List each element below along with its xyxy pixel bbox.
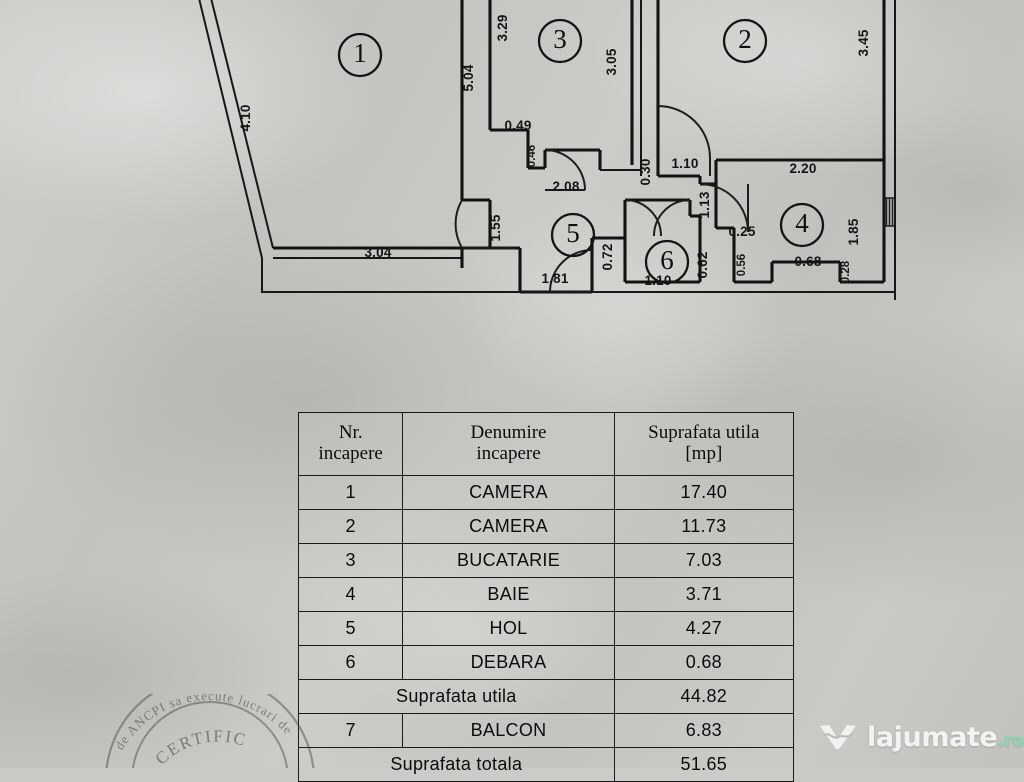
cell-subtotal-label: Suprafata utila [298, 679, 615, 714]
dimension-label-9: 1.81 [541, 271, 568, 286]
room-badge-label-1: 1 [353, 38, 367, 68]
cell-room-number: 6 [297, 645, 404, 680]
dimension-label-8: 2.08 [552, 179, 579, 194]
dimension-label-17: 0.56 [736, 254, 748, 276]
table-header-row: Nr. incapere Denumire incapere Suprafata… [297, 412, 795, 476]
col-header-area: Suprafata utila [mp] [613, 412, 795, 476]
walls-room-4 [699, 160, 895, 284]
dimension-label-2: 5.04 [461, 64, 476, 91]
cell-room-name: CAMERA [402, 475, 615, 510]
room-schedule-table: Nr. incapere Denumire incapere Suprafata… [297, 412, 795, 782]
dimension-label-4: 0.49 [504, 118, 531, 133]
cell-room-number: 7 [297, 713, 404, 748]
dimension-label-11: 1.10 [644, 273, 671, 288]
floor-plan-drawing: 1 3 2 5 6 4 4.10 3.04 5.04 3.29 0.49 0.46 3.05 1.55 2… [0, 0, 1024, 330]
dimension-label-1: 3.04 [364, 245, 391, 260]
cell-room-area: 3.71 [613, 577, 795, 612]
walls-room-2 [656, 0, 896, 300]
dimension-label-22: 3.45 [856, 29, 871, 56]
cell-room-area: 6.83 [613, 713, 795, 748]
walls-room-5 [454, 198, 625, 294]
window-hatch-icon [884, 197, 895, 227]
cell-total-area: 51.65 [613, 747, 795, 782]
room-badge-circle-2 [722, 18, 768, 64]
col-header-area-line1: Suprafata utila [648, 422, 760, 444]
room-badge-circle-6 [644, 239, 690, 285]
room-number-badges: 1 3 2 5 6 4 [337, 18, 825, 285]
cell-room-name: DEBARA [402, 645, 615, 680]
col-header-name-line2: incapere [476, 443, 541, 464]
cell-room-name: BUCATARIE [402, 543, 615, 578]
dimension-label-6: 3.05 [604, 48, 619, 75]
dimension-labels: 4.10 3.04 5.04 3.29 0.49 0.46 3.05 1.55 2.08 1.81… [238, 14, 871, 288]
cell-room-area: 7.03 [613, 543, 795, 578]
cell-room-area: 0.68 [613, 645, 795, 680]
col-header-area-line2: [mp] [685, 443, 723, 464]
cell-room-number: 1 [297, 475, 404, 510]
col-header-nr: Nr. incapere [297, 412, 404, 476]
dimension-label-19: 0.68 [794, 254, 821, 269]
col-header-nr-line2: incapere [318, 443, 383, 464]
dimension-label-10: 0.72 [600, 243, 615, 270]
dimension-label-13: 1.10 [671, 156, 698, 171]
cell-room-area: 11.73 [613, 509, 795, 544]
cell-room-name: BALCON [402, 713, 615, 748]
dimension-label-16: 0.25 [728, 224, 755, 239]
cell-room-number: 4 [297, 577, 404, 612]
room-badge-circle-3 [537, 18, 583, 64]
col-header-name-line1: Denumire [470, 422, 547, 444]
cell-total-label: Suprafata totala [298, 747, 615, 782]
dimension-label-0: 4.10 [238, 104, 253, 131]
dimension-label-18: 2.20 [789, 161, 816, 176]
dimension-label-5: 0.46 [526, 145, 538, 167]
room-badge-circle-1 [337, 32, 383, 78]
room-badge-label-3: 3 [553, 24, 567, 54]
dimension-label-14: 1.13 [697, 191, 712, 218]
cell-subtotal-area: 44.82 [613, 679, 795, 714]
cell-room-area: 17.40 [613, 475, 795, 510]
walls-room-3 [488, 0, 642, 191]
cell-room-name: BAIE [402, 577, 615, 612]
cell-room-number: 5 [297, 611, 404, 646]
dimension-label-7: 1.55 [488, 214, 503, 241]
room-badge-label-5: 5 [566, 218, 580, 248]
cell-room-number: 3 [297, 543, 404, 578]
cell-room-number: 2 [297, 509, 404, 544]
dimension-label-15: 0.62 [695, 251, 710, 278]
col-header-name: Denumire incapere [402, 412, 615, 476]
cell-room-name: CAMERA [402, 509, 615, 544]
room-badge-label-2: 2 [738, 24, 752, 54]
dimension-label-12: 0.30 [638, 158, 653, 185]
room-badge-circle-4 [779, 202, 825, 248]
room-badge-circle-5 [550, 212, 596, 258]
cell-room-area: 4.27 [613, 611, 795, 646]
room-badge-label-6: 6 [660, 245, 674, 275]
floor-plan-svg: 1 3 2 5 6 4 4.10 3.04 5.04 3.29 0.49 0.46 3.05 1.55 2… [198, 0, 896, 300]
table-head: Nr. incapere Denumire incapere Suprafata… [297, 412, 795, 476]
cell-room-name: HOL [402, 611, 615, 646]
dimension-label-21: 1.85 [846, 218, 861, 245]
dimension-label-20: 0.28 [840, 260, 852, 283]
room-badge-label-4: 4 [795, 208, 809, 238]
col-header-nr-line1: Nr. [338, 422, 363, 444]
dimension-label-3: 3.29 [495, 14, 510, 41]
